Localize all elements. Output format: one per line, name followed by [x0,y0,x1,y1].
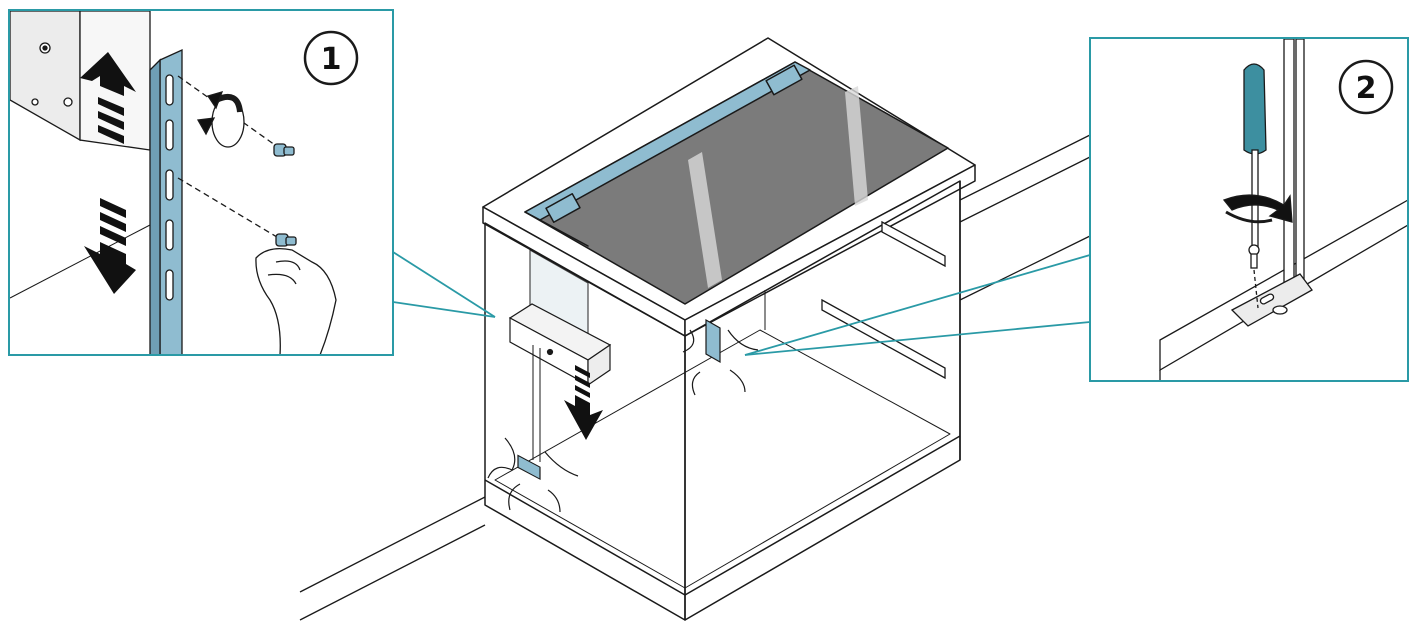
double-arrow-icon [80,52,136,294]
clip-right [765,64,803,96]
bracket-assembly [508,248,721,481]
click-burst-top [682,329,759,396]
clip-left [545,192,581,224]
callout-step-2: 2 [1089,37,1409,382]
down-arrow-icon [564,365,603,440]
screw-icon [1248,244,1260,309]
hand-icon [255,247,337,354]
step-2-number: 2 [1356,71,1377,106]
step-2-badge [1338,59,1394,115]
click-burst-bottom [487,437,579,513]
callout-connectors [392,251,1091,356]
screw-icon [273,143,295,157]
side-rails [821,220,946,380]
rotate-arrow-icon [196,91,245,148]
step-1-badge [303,30,359,86]
callout-step-1: 1 [8,9,394,356]
floor-lines [299,134,1091,621]
countertop-right-edge [684,164,976,337]
cabinet [482,37,976,621]
rotate-arrow-icon [1222,194,1293,224]
cooktop-frame-left [524,211,589,247]
step-1-number: 1 [321,42,342,77]
